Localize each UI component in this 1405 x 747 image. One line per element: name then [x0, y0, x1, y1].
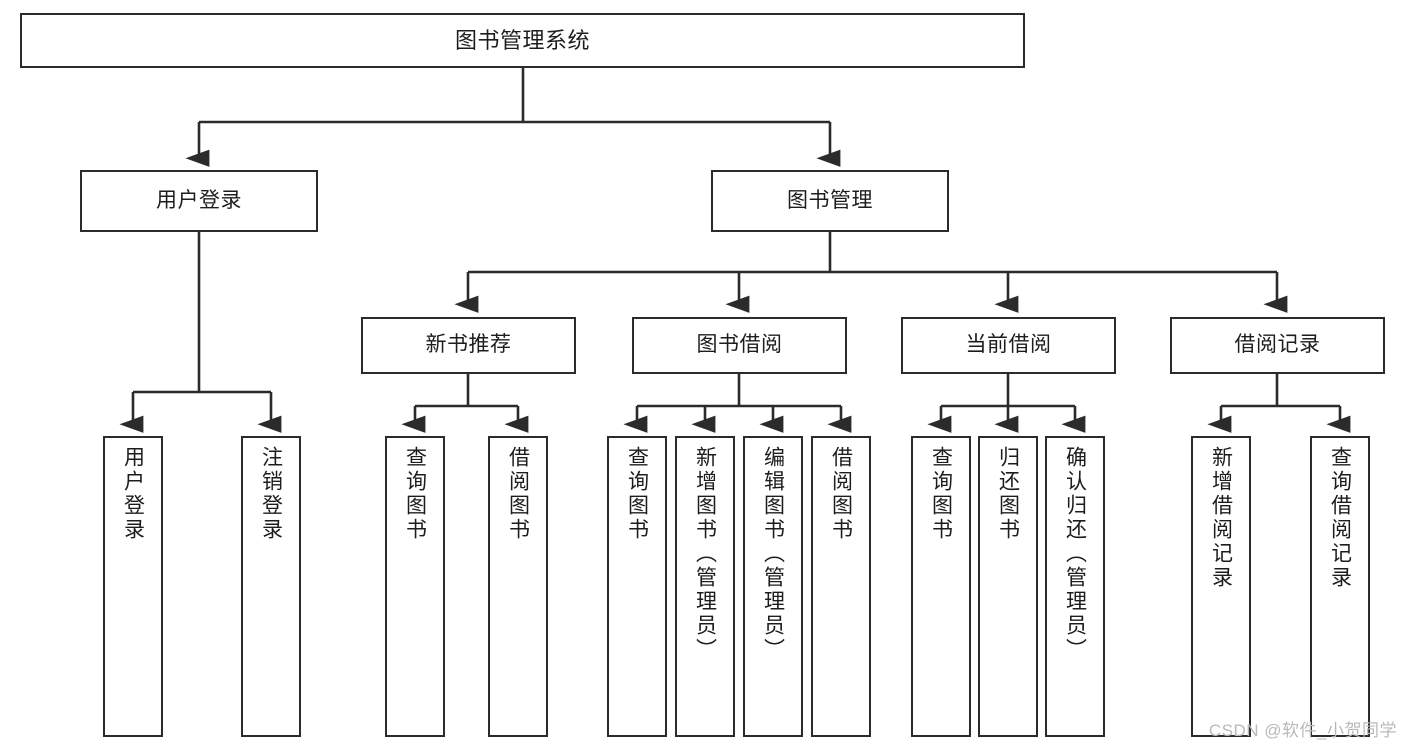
- leaf-borrow-query-book[interactable]: 查询图书: [607, 436, 667, 737]
- leaf-borrow-add-book[interactable]: 新增图书（管理员）: [675, 436, 735, 737]
- node-current-borrow[interactable]: 当前借阅: [901, 317, 1116, 374]
- node-label: 用户登录: [156, 188, 242, 212]
- node-book-management[interactable]: 图书管理: [711, 170, 949, 232]
- node-label: 注销登录: [259, 446, 283, 542]
- node-label: 查询图书: [403, 446, 427, 542]
- node-user-login[interactable]: 用户登录: [80, 170, 318, 232]
- node-label: 新增借阅记录: [1209, 446, 1233, 590]
- leaf-borrow-borrow-book[interactable]: 借阅图书: [811, 436, 871, 737]
- node-label: 用户登录: [121, 446, 145, 542]
- node-book-borrow[interactable]: 图书借阅: [632, 317, 847, 374]
- node-root-system[interactable]: 图书管理系统: [20, 13, 1025, 68]
- node-label: 图书借阅: [696, 333, 783, 357]
- leaf-record-query-record[interactable]: 查询借阅记录: [1310, 436, 1370, 737]
- node-label: 新增图书（管理员）: [693, 446, 717, 662]
- node-label: 查询图书: [929, 446, 953, 542]
- leaf-user-login-logout[interactable]: 注销登录: [241, 436, 301, 737]
- node-borrow-record[interactable]: 借阅记录: [1170, 317, 1385, 374]
- leaf-current-query-book[interactable]: 查询图书: [911, 436, 971, 737]
- node-label: 借阅记录: [1234, 333, 1321, 357]
- node-label: 新书推荐: [425, 333, 512, 357]
- node-label: 归还图书: [996, 446, 1020, 542]
- node-label: 查询图书: [625, 446, 649, 542]
- node-new-book-recommend[interactable]: 新书推荐: [361, 317, 576, 374]
- leaf-borrow-edit-book[interactable]: 编辑图书（管理员）: [743, 436, 803, 737]
- node-label: 当前借阅: [965, 333, 1052, 357]
- leaf-current-confirm-return[interactable]: 确认归还（管理员）: [1045, 436, 1105, 737]
- watermark: CSDN @软件_小贺同学: [1208, 721, 1397, 740]
- leaf-record-add-record[interactable]: 新增借阅记录: [1191, 436, 1251, 737]
- node-label: 图书管理: [787, 188, 873, 212]
- leaf-user-login-login[interactable]: 用户登录: [103, 436, 163, 737]
- leaf-recommend-query-book[interactable]: 查询图书: [385, 436, 445, 737]
- node-label: 编辑图书（管理员）: [761, 446, 785, 662]
- node-label: 借阅图书: [829, 446, 853, 542]
- node-label: 查询借阅记录: [1328, 446, 1352, 590]
- leaf-recommend-borrow-book[interactable]: 借阅图书: [488, 436, 548, 737]
- node-label: 确认归还（管理员）: [1063, 446, 1087, 662]
- node-label: 图书管理系统: [454, 27, 590, 53]
- node-label: 借阅图书: [506, 446, 530, 542]
- leaf-current-return-book[interactable]: 归还图书: [978, 436, 1038, 737]
